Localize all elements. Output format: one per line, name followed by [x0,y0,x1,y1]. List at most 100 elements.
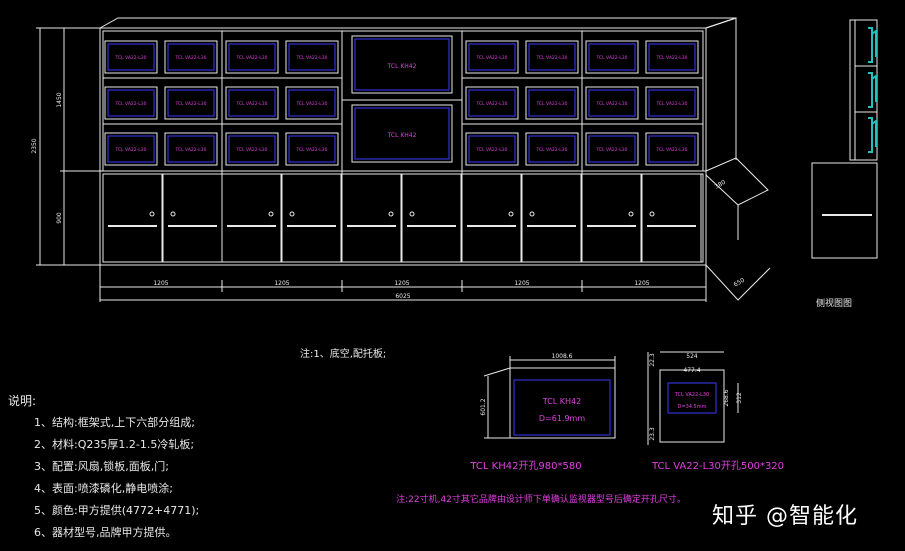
monitor-frame [465,86,519,120]
cabinet-outer-frame [99,27,707,266]
door-lock [388,211,394,217]
main-screen-bottom-frame [351,104,453,163]
monitor-screen [588,135,636,163]
door-lock [649,211,655,217]
monitor-screen [528,135,576,163]
notes-list: 1、结构:框架式,上下六部分组成; 2、材料:Q235厚1.2-1.5冷轧板; … [8,412,199,544]
note-item: 5、颜色:甲方提供(4772+4771); [34,504,200,517]
monitor-label: TCL VA22-L30 [535,101,567,107]
watermark: 知乎 @智能化 [712,504,858,529]
cabinet-door [221,173,282,263]
monitor-frame [164,132,218,166]
side-view-monitor-1 [868,27,877,63]
kh42-label: TCL KH42 [542,397,581,406]
dim-col-1: 1205 [153,280,168,287]
va22-h2: 268.6 [723,389,730,406]
monitor-screen [288,89,336,117]
main-screen-top-panel [354,38,450,91]
cabinet-side-base [705,264,771,301]
kh42-dim-lead-top [483,367,511,377]
main-screen-top-frame [351,35,453,94]
door-lock [628,211,634,217]
door-lock [508,211,514,217]
kh42-height: 601.2 [480,398,487,415]
footnote: 注:22寸机,42寸其它品牌由设计师下单确认监视器型号后确定开孔尺寸。 [396,493,686,505]
monitor-screen [228,43,276,71]
monitor-label: TCL VA22-L30 [475,55,507,61]
monitor-screen [528,89,576,117]
cabinet-door [581,173,642,263]
monitor-label: TCL VA22-L30 [595,101,627,107]
monitor-frame [585,40,639,74]
cabinet-door [641,173,702,263]
dim-height-upper: 1450 [56,92,63,107]
note-item: 1、结构:框架式,上下六部分组成; [34,416,195,429]
side-view-monitor-2 [868,72,877,108]
lower-section-frame [102,173,704,263]
va22-h1: 22.3 [649,353,656,367]
monitor-frame [104,86,158,120]
monitor-screen [167,135,215,163]
note-item: 6、器材型号,品牌甲方提供。 [34,526,177,539]
monitor-frame [525,40,579,74]
monitor-label: TCL VA22-L30 [114,147,146,153]
side-view-lower [811,162,878,259]
monitor-label: TCL VA22-L30 [235,147,267,153]
monitor-screen [167,89,215,117]
side-view-monitor-3 [868,117,877,153]
cabinet-door [461,173,522,263]
cabinet-door [281,173,342,263]
va22-screen [667,382,717,414]
dim-total-width: 6025 [395,293,410,300]
kh42-caption: TCL KH42开孔980*580 [469,460,581,472]
main-screen-bottom-label: TCL KH42 [387,132,417,139]
monitor-screen [648,43,696,71]
monitor-label: TCL VA22-L30 [295,101,327,107]
dim-depth-lower: 650 [733,277,747,289]
cabinet-side-upper [705,17,737,160]
monitor-label: TCL VA22-L30 [655,147,687,153]
notes-block: 说明: 1、结构:框架式,上下六部分组成; 2、材料:Q235厚1.2-1.5冷… [8,390,199,544]
monitor-screen [588,89,636,117]
monitor-frame [104,40,158,74]
cabinet-door [162,173,223,263]
monitor-frame [465,40,519,74]
door-lock [149,211,155,217]
door-lock [170,211,176,217]
monitor-label: TCL VA22-L30 [475,101,507,107]
monitor-frame [645,86,699,120]
cabinet-door [401,173,462,263]
dim-col-2: 1205 [274,280,289,287]
monitor-label: TCL VA22-L30 [114,101,146,107]
monitor-frame [525,86,579,120]
monitor-screen [468,135,516,163]
main-screen-bottom-panel [354,107,450,160]
monitor-screen [468,89,516,117]
dim-height-lower: 900 [56,212,63,224]
va22-h3: 312 [736,392,743,404]
kh42-outer [509,367,616,439]
va22-outer [659,369,725,443]
monitor-screen [588,43,636,71]
monitor-label: TCL VA22-L30 [114,55,146,61]
side-view-label: 侧视图图 [816,297,852,309]
monitor-screen [288,43,336,71]
monitor-frame [645,40,699,74]
monitor-label: TCL VA22-L30 [535,147,567,153]
monitor-screen [528,43,576,71]
monitor-label: TCL VA22-L30 [595,55,627,61]
monitor-frame [585,86,639,120]
main-screen-top-label: TCL KH42 [387,63,417,70]
monitor-label: TCL VA22-L30 [655,101,687,107]
va22-width-outer: 524 [686,353,698,360]
door-lock [289,211,295,217]
monitor-label: TCL VA22-L30 [174,101,206,107]
monitor-label: TCL VA22-L30 [174,55,206,61]
monitor-frame [164,40,218,74]
monitor-frame [525,132,579,166]
monitor-label: TCL VA22-L30 [174,147,206,153]
monitor-screen [228,89,276,117]
monitor-frame [225,132,279,166]
